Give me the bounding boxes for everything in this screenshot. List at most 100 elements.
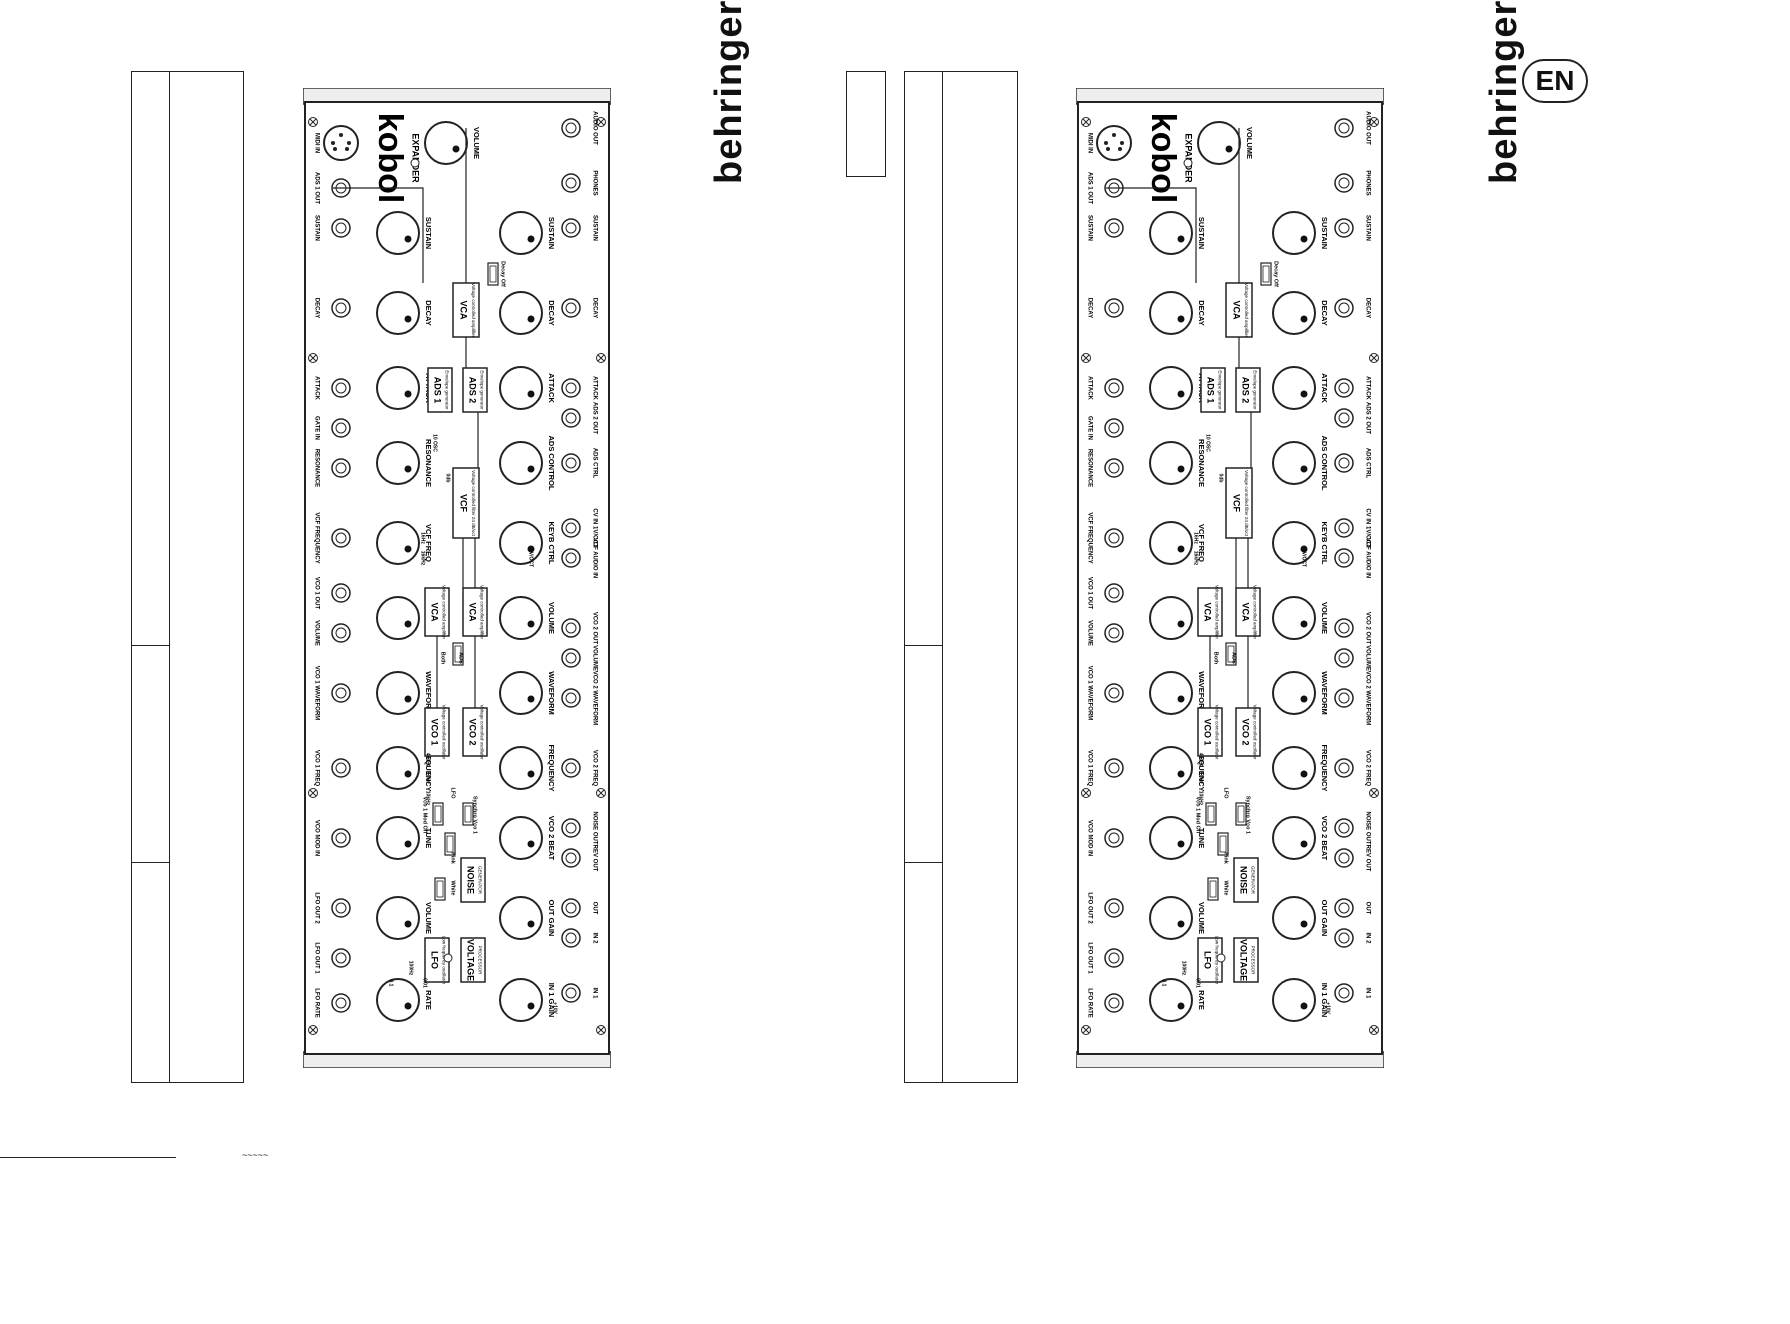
jack-top[interactable] <box>1104 623 1124 643</box>
jack-bottom[interactable] <box>561 898 581 918</box>
jack-bottom[interactable] <box>561 618 581 638</box>
jack-top[interactable] <box>1104 298 1124 318</box>
knob-top[interactable] <box>376 978 420 1022</box>
jack-bottom[interactable] <box>1334 818 1354 838</box>
jack-top[interactable] <box>331 458 351 478</box>
toggle-switch[interactable] <box>1260 262 1272 286</box>
knob-bottom[interactable] <box>499 521 543 565</box>
jack-bottom[interactable] <box>1334 453 1354 473</box>
knob-top[interactable] <box>1149 441 1193 485</box>
knob-bottom[interactable] <box>1272 441 1316 485</box>
knob-bottom[interactable] <box>1272 366 1316 410</box>
jack-bottom[interactable] <box>1334 518 1354 538</box>
jack-top[interactable] <box>1104 583 1124 603</box>
midi-in-din-icon[interactable] <box>1096 125 1132 161</box>
jack-bottom[interactable] <box>1334 298 1354 318</box>
knob-bottom[interactable] <box>499 366 543 410</box>
jack-bottom[interactable] <box>561 548 581 568</box>
toggle-switch[interactable] <box>1207 877 1219 901</box>
jack-top[interactable] <box>331 623 351 643</box>
jack-bottom[interactable] <box>1334 898 1354 918</box>
jack-bottom[interactable] <box>561 688 581 708</box>
jack-top[interactable] <box>1104 218 1124 238</box>
knob-bottom[interactable] <box>499 291 543 335</box>
jack-bottom[interactable] <box>1334 408 1354 428</box>
knob-top[interactable] <box>1149 211 1193 255</box>
knob-bottom[interactable] <box>1272 671 1316 715</box>
knob-top[interactable] <box>376 211 420 255</box>
jack-bottom[interactable] <box>1334 378 1354 398</box>
jack-top[interactable] <box>1104 948 1124 968</box>
knob-top[interactable] <box>1197 121 1241 165</box>
jack-bottom[interactable] <box>561 453 581 473</box>
jack-bottom[interactable] <box>1334 548 1354 568</box>
toggle-switch[interactable] <box>1217 832 1229 856</box>
jack-bottom[interactable] <box>561 928 581 948</box>
knob-bottom[interactable] <box>1272 521 1316 565</box>
jack-top[interactable] <box>1104 898 1124 918</box>
knob-bottom[interactable] <box>499 671 543 715</box>
toggle-switch[interactable] <box>1225 642 1237 666</box>
knob-top[interactable] <box>1149 291 1193 335</box>
toggle-switch[interactable] <box>452 642 464 666</box>
toggle-switch[interactable] <box>432 802 444 826</box>
knob-bottom[interactable] <box>499 816 543 860</box>
jack-top[interactable] <box>331 378 351 398</box>
knob-top[interactable] <box>1149 746 1193 790</box>
toggle-switch[interactable] <box>1205 802 1217 826</box>
jack-top[interactable] <box>1104 828 1124 848</box>
jack-bottom[interactable] <box>561 848 581 868</box>
knob-top[interactable] <box>376 596 420 640</box>
knob-top[interactable] <box>1149 816 1193 860</box>
knob-top[interactable] <box>1149 596 1193 640</box>
jack-top[interactable] <box>331 758 351 778</box>
toggle-switch[interactable] <box>462 802 474 826</box>
jack-top[interactable] <box>331 948 351 968</box>
knob-top[interactable] <box>1149 671 1193 715</box>
toggle-switch[interactable] <box>1235 802 1247 826</box>
jack-top[interactable] <box>331 828 351 848</box>
knob-top[interactable] <box>1149 978 1193 1022</box>
knob-top[interactable] <box>376 896 420 940</box>
knob-top[interactable] <box>376 746 420 790</box>
toggle-switch[interactable] <box>487 262 499 286</box>
toggle-switch[interactable] <box>444 832 456 856</box>
jack-top[interactable] <box>331 418 351 438</box>
jack-bottom[interactable] <box>561 818 581 838</box>
jack-bottom[interactable] <box>1334 118 1354 138</box>
jack-top[interactable] <box>331 683 351 703</box>
jack-top[interactable] <box>1104 683 1124 703</box>
knob-top[interactable] <box>376 671 420 715</box>
jack-bottom[interactable] <box>1334 218 1354 238</box>
jack-bottom[interactable] <box>561 173 581 193</box>
jack-top[interactable] <box>331 583 351 603</box>
knob-top[interactable] <box>424 121 468 165</box>
knob-top[interactable] <box>1149 366 1193 410</box>
jack-top[interactable] <box>1104 378 1124 398</box>
jack-top[interactable] <box>331 218 351 238</box>
jack-top[interactable] <box>1104 458 1124 478</box>
knob-bottom[interactable] <box>1272 896 1316 940</box>
jack-bottom[interactable] <box>1334 618 1354 638</box>
knob-bottom[interactable] <box>1272 816 1316 860</box>
jack-bottom[interactable] <box>1334 688 1354 708</box>
jack-top[interactable] <box>331 898 351 918</box>
jack-top[interactable] <box>331 528 351 548</box>
jack-bottom[interactable] <box>561 518 581 538</box>
knob-bottom[interactable] <box>499 596 543 640</box>
jack-top[interactable] <box>1104 993 1124 1013</box>
midi-in-din-icon[interactable] <box>323 125 359 161</box>
knob-top[interactable] <box>376 441 420 485</box>
knob-bottom[interactable] <box>499 978 543 1022</box>
jack-bottom[interactable] <box>1334 648 1354 668</box>
toggle-switch[interactable] <box>434 877 446 901</box>
knob-bottom[interactable] <box>1272 211 1316 255</box>
jack-top[interactable] <box>1104 528 1124 548</box>
knob-bottom[interactable] <box>1272 596 1316 640</box>
knob-bottom[interactable] <box>1272 291 1316 335</box>
jack-bottom[interactable] <box>1334 983 1354 1003</box>
knob-bottom[interactable] <box>499 441 543 485</box>
jack-top[interactable] <box>1104 418 1124 438</box>
knob-top[interactable] <box>376 291 420 335</box>
jack-bottom[interactable] <box>561 118 581 138</box>
